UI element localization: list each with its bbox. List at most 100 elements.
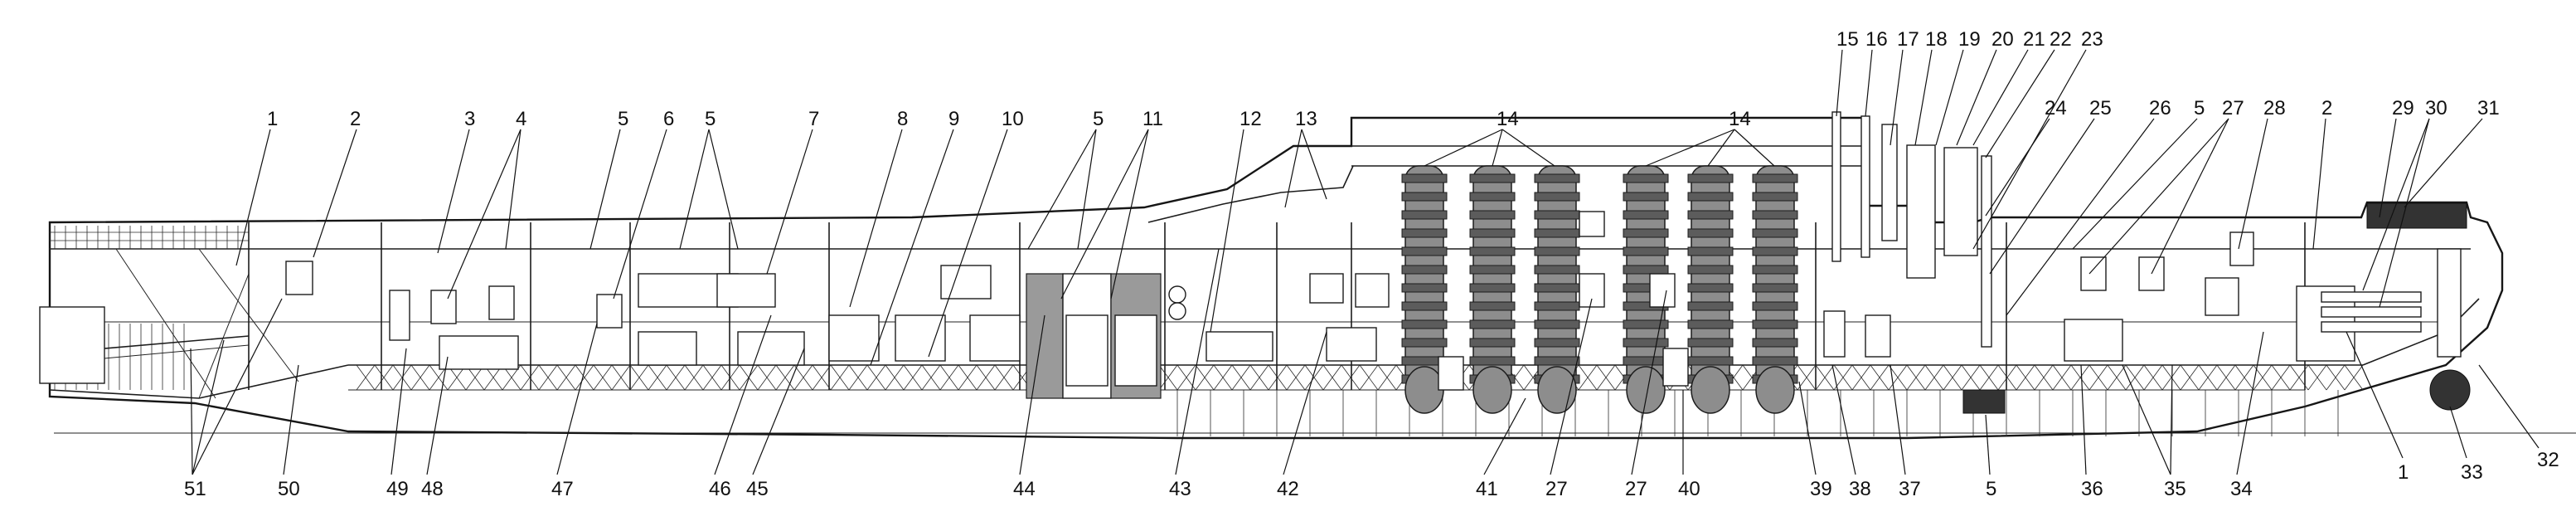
reactor-core-2 — [1114, 314, 1157, 387]
leader-28 — [2238, 118, 2268, 250]
leader-42 — [1283, 331, 1327, 475]
callout-24: 24 — [2045, 97, 2067, 119]
callout-5e: 5 — [1986, 478, 1996, 500]
hatch-line — [2253, 364, 2273, 391]
missile-tube-ring — [1752, 265, 1798, 275]
hatch-line — [720, 364, 740, 391]
callout-27: 27 — [2222, 97, 2244, 119]
missile-tube-ring — [1401, 228, 1448, 238]
leader-51b — [190, 348, 193, 475]
callout-15: 15 — [1836, 28, 1859, 51]
missile-tubes — [1401, 165, 1798, 414]
hatch-line — [1997, 364, 2017, 391]
lower-structure-hatching — [356, 364, 2364, 436]
hatch-line — [2271, 364, 2291, 391]
missile-tube-ring — [1534, 210, 1580, 220]
leader-2b — [2312, 118, 2326, 250]
missile-bay-box-5 — [1438, 356, 1464, 391]
callout-41: 41 — [1476, 478, 1498, 500]
leader-7 — [766, 129, 813, 275]
callout-19: 19 — [1958, 28, 1981, 51]
stern-shaft — [104, 335, 250, 349]
torpedo-tube-3 — [2321, 321, 2422, 333]
missile-tube-ring — [1623, 173, 1669, 183]
callout-5b: 5 — [705, 108, 716, 130]
leader-39 — [1798, 381, 1817, 475]
leader-30b — [2379, 118, 2430, 308]
leader-11b — [1110, 129, 1149, 300]
leader-27a — [2088, 118, 2229, 275]
missile-tube-ring — [1687, 319, 1734, 329]
reactor-block-1 — [1026, 273, 1064, 399]
missile-tube-ring — [1469, 192, 1516, 202]
missile-tube-ring — [1469, 319, 1516, 329]
missile-bay-box-2 — [1579, 273, 1605, 308]
callout-6: 6 — [663, 108, 674, 130]
callout-47: 47 — [551, 478, 574, 500]
missile-tube-ring — [1623, 319, 1669, 329]
leader-36 — [2080, 364, 2087, 475]
hatch-line — [1286, 364, 1306, 391]
leader-47 — [556, 323, 598, 475]
leader-5c-1 — [1027, 129, 1097, 250]
fwd-box-6 — [1865, 314, 1891, 358]
leader-29 — [2379, 118, 2397, 218]
fwd-box-8 — [2080, 256, 2107, 291]
missile-tube-ring — [1752, 173, 1798, 183]
callout-27c: 27 — [1625, 478, 1647, 500]
callout-26: 26 — [2149, 97, 2171, 119]
callout-7: 7 — [808, 108, 819, 130]
callout-42: 42 — [1277, 478, 1299, 500]
hatch-line — [2180, 364, 2200, 391]
leader-1b — [2346, 331, 2404, 459]
hatch-line — [903, 364, 923, 391]
missile-tube-ring — [1623, 246, 1669, 256]
leader-38 — [1831, 364, 1856, 475]
leader-5c-2 — [1077, 129, 1097, 250]
leader-20 — [1956, 49, 1997, 146]
leader-9 — [870, 129, 954, 366]
hatch-line — [684, 364, 704, 391]
missile-tube-ring — [1687, 173, 1734, 183]
leader-17 — [1890, 49, 1904, 146]
leader-35b — [2170, 364, 2173, 475]
leader-43 — [1175, 248, 1220, 475]
callout-11: 11 — [1142, 108, 1163, 130]
callout-33: 33 — [2461, 461, 2483, 484]
hull-outline — [48, 116, 2504, 440]
callout-12: 12 — [1239, 108, 1262, 130]
fwd-box-2 — [1906, 144, 1936, 279]
hatch-line — [1341, 364, 1361, 391]
leader-27b — [2151, 118, 2229, 275]
missile-tube-ring — [1534, 338, 1580, 348]
missile-tube-ring — [1623, 338, 1669, 348]
callout-28: 28 — [2263, 97, 2286, 119]
valve-2 — [1168, 302, 1186, 320]
hatch-line — [2307, 364, 2327, 391]
hatch-line — [1359, 364, 1379, 391]
callout-21: 21 — [2023, 28, 2045, 51]
fwd-box-1 — [1881, 124, 1898, 241]
callout-3: 3 — [464, 108, 475, 130]
hatch-line — [958, 364, 978, 391]
leader-14b-1 — [1645, 129, 1735, 167]
hatch-line — [1979, 364, 1999, 391]
leader-34 — [2236, 331, 2264, 475]
leader-46 — [714, 314, 772, 475]
missile-tube-ring — [1534, 173, 1580, 183]
missile-tube-ring — [1752, 356, 1798, 366]
leader-14a-2 — [1492, 129, 1503, 167]
callout-23: 23 — [2081, 28, 2103, 51]
missile-tube-ring — [1401, 283, 1448, 293]
hatch-line — [356, 364, 376, 391]
missile-tube-ring — [1469, 265, 1516, 275]
hatch-line — [2125, 364, 2145, 391]
equipment-aft-7 — [638, 331, 697, 366]
callout-4: 4 — [516, 108, 526, 130]
fwd-box-5 — [1823, 310, 1846, 358]
hatch-line — [1322, 364, 1342, 391]
callout-25: 25 — [2089, 97, 2112, 119]
missile-tube-base — [1472, 366, 1512, 414]
leader-31 — [2404, 118, 2483, 208]
hatch-line — [2289, 364, 2309, 391]
